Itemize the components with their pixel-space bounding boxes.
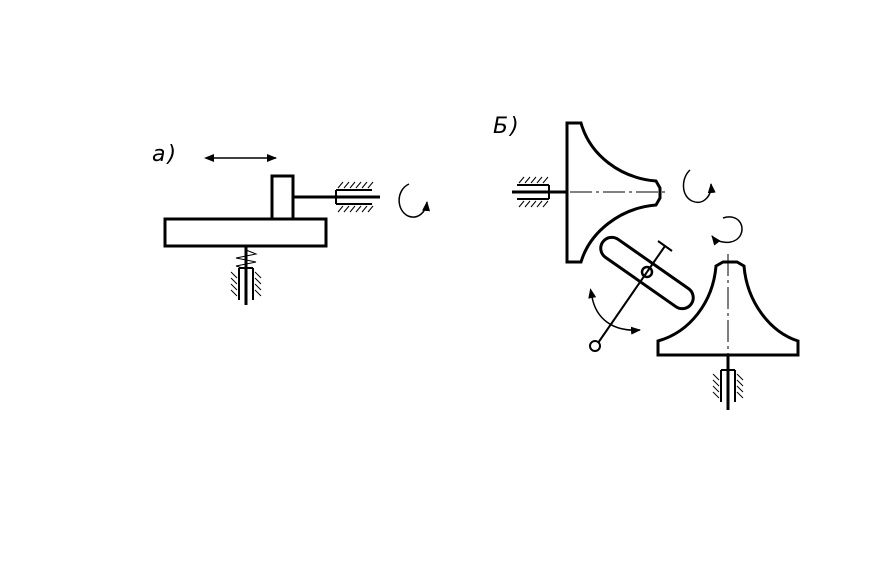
lever-end-knob (590, 341, 600, 351)
right-bearing (713, 370, 743, 402)
rotation-arrow-right-disc (711, 217, 742, 246)
label-scheme-b: Б) (493, 114, 521, 139)
scheme-a (165, 154, 431, 305)
table-plate (165, 219, 326, 246)
axle-cap (658, 241, 672, 251)
spring-icon (236, 250, 256, 269)
left-bearing (517, 177, 549, 207)
slider-block (272, 176, 293, 219)
roller-lever (598, 272, 647, 343)
vertical-bearing-a (231, 268, 261, 300)
rotation-arrow-left-disc (683, 170, 716, 202)
horizontal-bearing (336, 182, 373, 212)
roller-axle (647, 246, 665, 272)
label-scheme-a: a) (152, 142, 179, 167)
swing-arrow (588, 288, 641, 335)
scheme-b (512, 123, 798, 410)
rotation-arrow-a (399, 184, 431, 217)
